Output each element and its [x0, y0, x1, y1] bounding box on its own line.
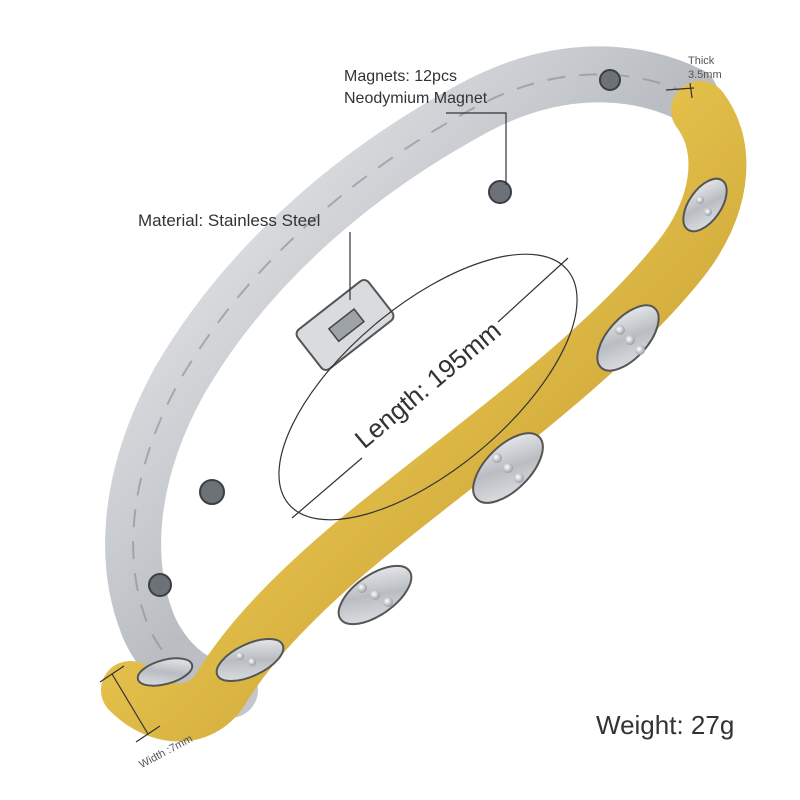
magnets [148, 69, 621, 597]
bracelet-gold-band [101, 81, 747, 742]
thickness-title: Thick [688, 55, 715, 67]
magnets-leader-line [446, 112, 507, 185]
thickness-marker [665, 82, 695, 99]
width-marker [99, 665, 161, 743]
thickness-label: Thick 3.5mm [688, 54, 722, 82]
thickness-value: 3.5mm [688, 69, 722, 81]
length-ellipse [278, 253, 578, 521]
clasp [295, 279, 395, 371]
bracelet [101, 46, 747, 742]
crystal-inlays [136, 177, 728, 687]
weight-label: Weight: 27g [596, 710, 735, 740]
magnets-type: Neodymium Magnet [344, 90, 488, 107]
magnets-count: Magnets: 12pcs [344, 68, 457, 85]
bracelet-silver-band-inner [132, 73, 691, 691]
material-label: Material: Stainless Steel [138, 211, 321, 230]
magnets-label: Magnets: 12pcs Neodymium Magnet [344, 66, 487, 110]
length-line-upper [497, 257, 569, 323]
length-line-lower [291, 457, 363, 519]
